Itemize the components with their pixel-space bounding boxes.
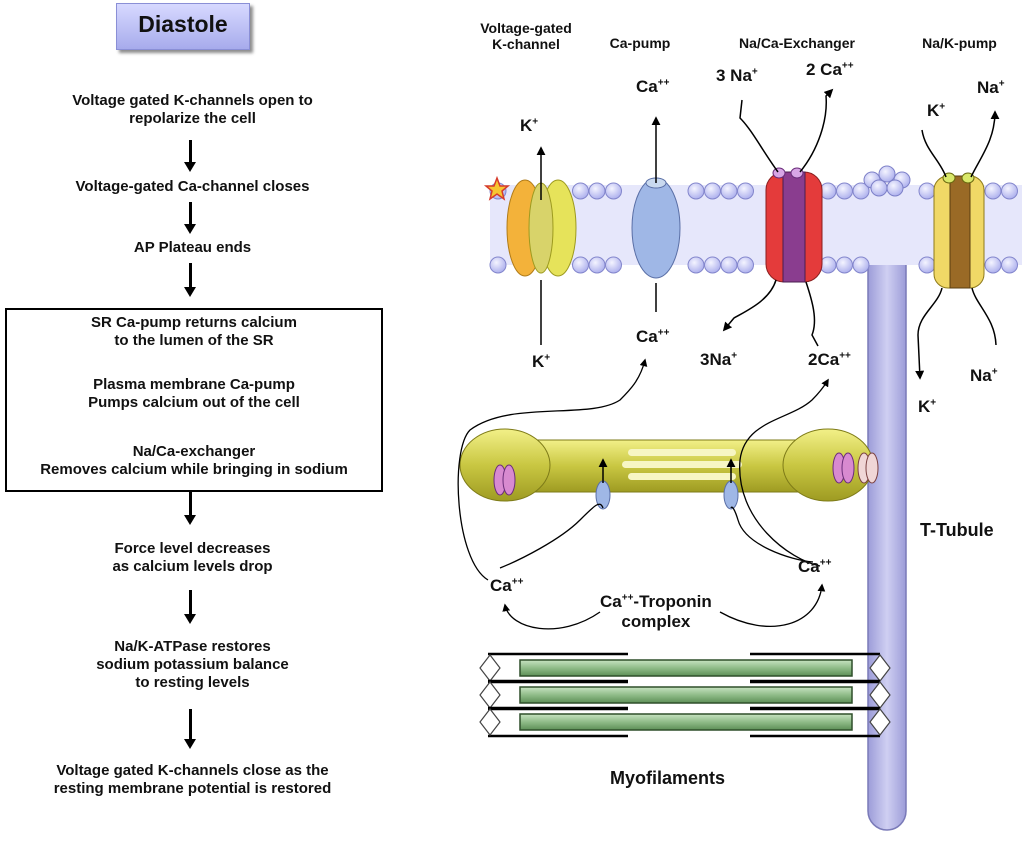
ion-na-out-nak: Na+ — [977, 78, 1005, 97]
membrane-bead — [704, 182, 721, 200]
membrane-bead — [605, 182, 622, 200]
flow-arrow — [184, 202, 196, 234]
ion-ca-cytosol-right: Ca++ — [798, 557, 832, 576]
ion-3na-in: 3Na+ — [700, 350, 738, 369]
step-k-close: Voltage gated K-channels close as the re… — [53, 762, 332, 797]
z-disc — [869, 708, 891, 736]
ion-ca-in-capump: Ca++ — [636, 327, 670, 346]
ion-2ca-out: 2 Ca++ — [806, 60, 854, 79]
membrane-bead — [605, 256, 622, 274]
step-k-open: Voltage gated K-channels open to repolar… — [72, 92, 313, 127]
ion-k-in-nak: K+ — [918, 397, 937, 416]
label-na-k-pump: Na/K-pump — [922, 35, 997, 51]
membrane-bead — [1001, 182, 1018, 200]
membrane-bead — [737, 256, 754, 274]
myofilaments — [479, 652, 891, 738]
membrane-bead — [704, 256, 721, 274]
thick-filament — [519, 686, 853, 704]
t-tubule — [867, 189, 907, 831]
sarcoplasmic-reticulum — [459, 428, 879, 510]
membrane-bead — [720, 256, 738, 274]
label-t-tubule: T-Tubule — [920, 520, 994, 540]
ca-pump — [631, 116, 681, 312]
step-nak: Na/K-ATPase restores sodium potassium ba… — [96, 638, 289, 691]
z-disc — [479, 681, 501, 709]
z-disc — [869, 681, 891, 709]
step-ncx: Na/Ca-exchanger Removes calcium while br… — [40, 443, 348, 478]
flow-arrow — [184, 709, 196, 749]
title: Diastole — [138, 11, 228, 37]
k-channel — [483, 146, 577, 345]
ion-3na-out: 3 Na+ — [716, 66, 758, 85]
ion-k-out-nak: K+ — [927, 101, 946, 120]
thick-filament — [519, 713, 853, 731]
label-ca-pump: Ca-pump — [609, 35, 671, 51]
label-myofilaments: Myofilaments — [610, 768, 726, 788]
label-na-ca-exchanger: Na/Ca-Exchanger — [739, 35, 855, 51]
na-k-pump — [915, 110, 1000, 380]
ion-na-in-nak: Na+ — [970, 366, 998, 385]
membrane-bead — [687, 182, 705, 200]
membrane-bead — [588, 256, 606, 274]
flow-arrow — [184, 263, 196, 297]
step-plateau: AP Plateau ends — [133, 239, 252, 256]
membrane-bead — [687, 256, 705, 274]
step-pm-pump: Plasma membrane Ca-pump Pumps calcium ou… — [88, 376, 300, 411]
membrane-bead — [572, 182, 589, 200]
membrane-bead — [720, 182, 738, 200]
membrane-bead — [918, 256, 936, 274]
z-disc — [479, 654, 501, 682]
voltage-sensor-star — [483, 175, 511, 201]
membrane-bead — [852, 256, 870, 274]
z-disc — [479, 708, 501, 736]
membrane-bead — [836, 256, 853, 274]
label-k-channel: Voltage-gated K-channel — [480, 20, 572, 53]
flow-arrow — [184, 140, 196, 172]
membrane-bead — [852, 182, 870, 200]
step-force: Force level decreases as calcium levels … — [112, 540, 273, 575]
membrane-bead — [836, 182, 853, 200]
ion-ca-out-capump: Ca++ — [636, 77, 670, 96]
flow-arrow — [184, 590, 196, 624]
membrane-bead — [572, 256, 589, 274]
membrane-bead — [588, 182, 606, 200]
flow-arrow — [184, 491, 196, 525]
step-ca-close: Voltage-gated Ca-channel closes — [75, 178, 310, 195]
membrane-bead — [984, 182, 1002, 200]
step-sr-pump: SR Ca-pump returns calcium to the lumen … — [91, 314, 297, 349]
ion-k-in-kchannel: K+ — [532, 352, 551, 371]
ion-ca-cytosol-left: Ca++ — [490, 576, 524, 595]
membrane-bead — [984, 256, 1002, 274]
membrane-bead — [489, 256, 507, 274]
label-troponin-complex: Ca++-Troponin complex — [600, 592, 712, 631]
ion-k-out-kchannel: K+ — [520, 116, 539, 135]
title-box — [116, 3, 250, 50]
thick-filament — [519, 659, 853, 677]
calcium-removal-box — [5, 308, 383, 492]
t-tubule-mouth — [863, 165, 911, 197]
z-disc — [869, 654, 891, 682]
ion-2ca-in: 2Ca++ — [808, 350, 851, 369]
membrane-bead — [1001, 256, 1018, 274]
membrane-bead — [918, 182, 936, 200]
membrane-bead — [737, 182, 754, 200]
calcium-paths — [457, 358, 829, 630]
na-ca-exchanger — [722, 88, 834, 347]
